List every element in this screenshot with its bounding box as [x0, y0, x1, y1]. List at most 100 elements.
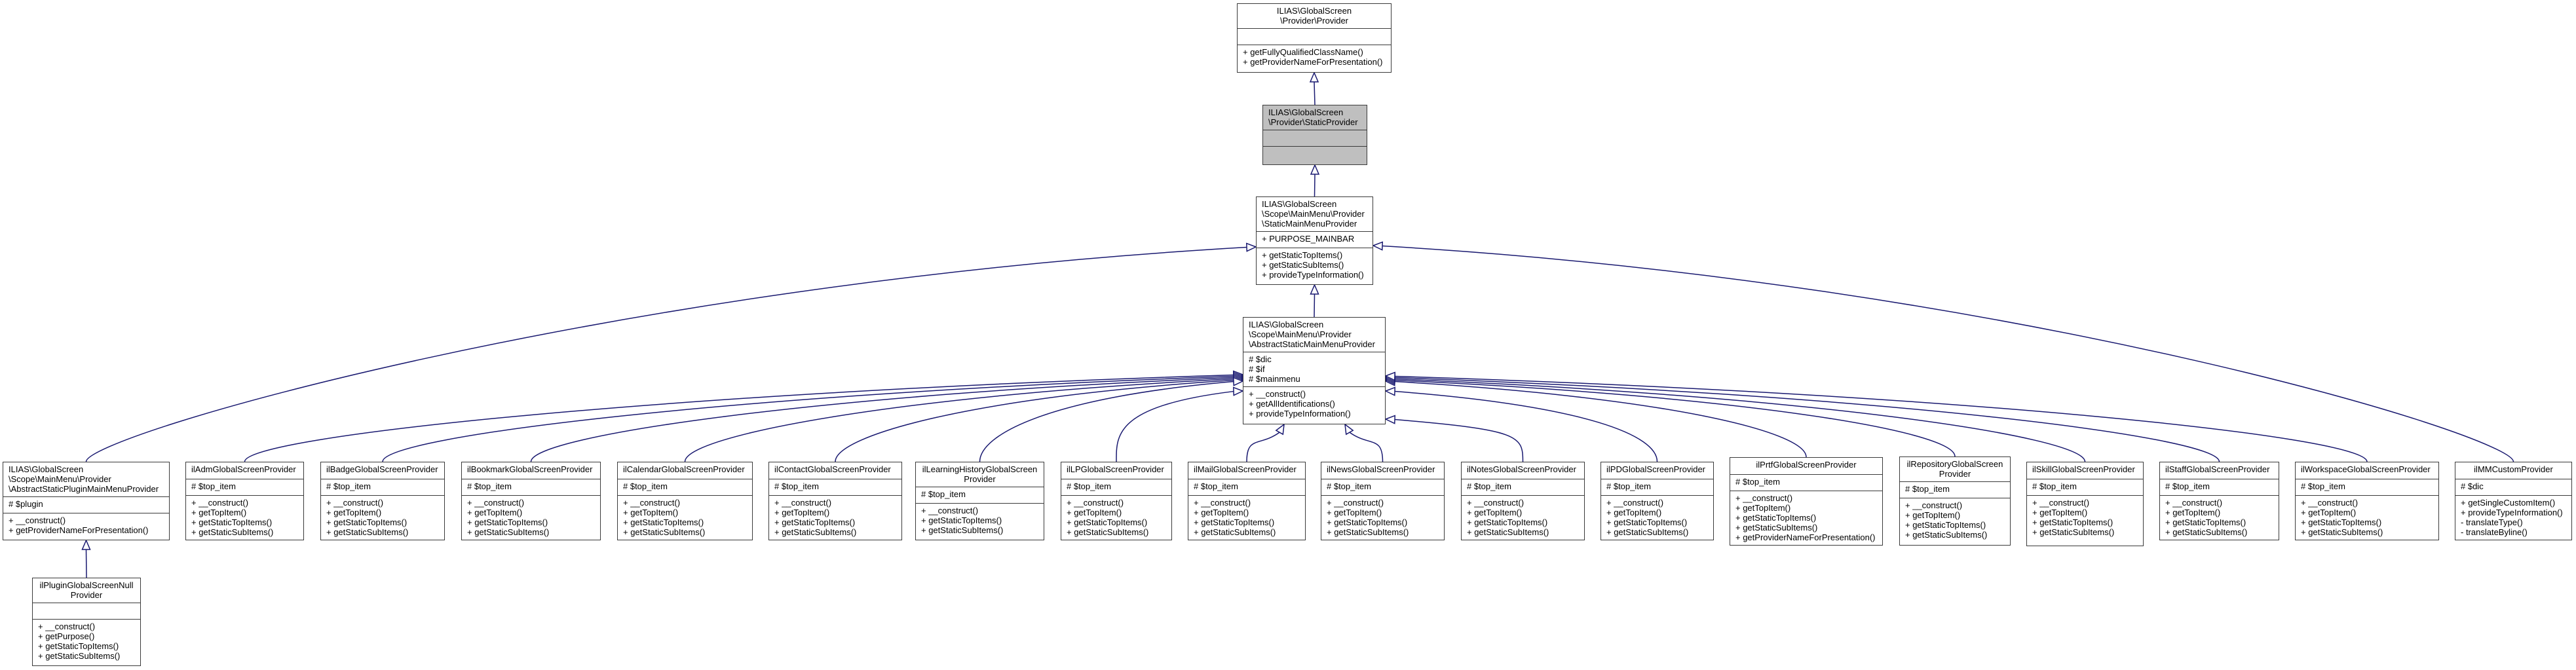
method[interactable]: + getStaticTopItems() [1467, 517, 1548, 527]
attribute[interactable]: # $plugin [9, 499, 43, 509]
attribute[interactable]: # $top_item [467, 481, 512, 491]
method[interactable]: + getStaticTopItems() [326, 517, 407, 527]
method[interactable]: + __construct() [2301, 498, 2358, 508]
class-box-workspace[interactable]: ilWorkspaceGlobalScreenProvider# $top_it… [2295, 462, 2439, 540]
method[interactable]: + getTopItem() [1606, 508, 1662, 517]
method[interactable]: + getStaticSubItems() [1905, 530, 1988, 540]
class-box-badge[interactable]: ilBadgeGlobalScreenProvider# $top_item+ … [320, 462, 445, 540]
method[interactable]: + getTopItem() [774, 508, 830, 517]
method[interactable]: + __construct() [1606, 498, 1664, 508]
attribute[interactable]: # $top_item [2032, 481, 2077, 491]
method[interactable]: + __construct() [1467, 498, 1525, 508]
attribute[interactable]: # $if [1249, 364, 1265, 374]
class-box-contact[interactable]: ilContactGlobalScreenProvider# $top_item… [768, 462, 902, 540]
method[interactable]: + __construct() [1249, 389, 1306, 399]
method[interactable]: + getStaticSubItems() [38, 651, 121, 661]
method[interactable]: + getStaticSubItems() [1467, 527, 1549, 537]
class-box-pd[interactable]: ilPDGlobalScreenProvider# $top_item+ __c… [1601, 462, 1714, 540]
attribute[interactable]: # $top_item [191, 481, 236, 491]
method[interactable]: + getStaticTopItems() [1905, 520, 1986, 530]
class-box-abstract-static-main-menu-provider[interactable]: ILIAS\GlobalScreen\Scope\MainMenu\Provid… [1243, 317, 1386, 424]
method[interactable]: + __construct() [326, 498, 384, 508]
attribute[interactable]: # $top_item [1067, 481, 1111, 491]
attribute[interactable]: # $top_item [1905, 484, 1950, 494]
method[interactable]: + getStaticSubItems() [1194, 527, 1276, 537]
method[interactable]: + getStaticTopItems() [1067, 517, 1148, 527]
method[interactable]: + getStaticSubItems() [921, 525, 1004, 535]
method[interactable]: + getStaticTopItems() [774, 517, 856, 527]
attribute[interactable]: # $top_item [2165, 481, 2210, 491]
method[interactable]: + getTopItem() [1067, 508, 1122, 517]
attribute[interactable]: # $top_item [1194, 481, 1238, 491]
class-box-news[interactable]: ilNewsGlobalScreenProvider# $top_item+ _… [1321, 462, 1445, 540]
method[interactable]: + getStaticSubItems() [2165, 527, 2248, 537]
method[interactable]: + getStaticSubItems() [623, 527, 706, 537]
class-box-bookmark[interactable]: ilBookmarkGlobalScreenProvider# $top_ite… [461, 462, 601, 540]
method[interactable]: + getStaticTopItems() [2301, 517, 2382, 527]
attribute[interactable]: # $top_item [921, 489, 966, 499]
method[interactable]: + __construct() [9, 515, 66, 525]
method[interactable]: + __construct() [2032, 498, 2090, 508]
method[interactable]: + getStaticTopItems() [191, 517, 273, 527]
method[interactable]: + getStaticTopItems() [1262, 250, 1343, 260]
method[interactable]: + getSingleCustomItem() [2461, 498, 2556, 508]
method[interactable]: + __construct() [1194, 498, 1251, 508]
method[interactable]: + getTopItem() [1735, 503, 1791, 513]
method[interactable]: - translateByline() [2461, 527, 2528, 537]
method[interactable]: + getTopItem() [2032, 508, 2088, 517]
method[interactable]: + getStaticSubItems() [1606, 527, 1689, 537]
method[interactable]: + getStaticTopItems() [623, 517, 704, 527]
method[interactable]: + getStaticTopItems() [1327, 517, 1408, 527]
method[interactable]: + __construct() [1735, 493, 1793, 503]
method[interactable]: + getStaticSubItems() [2032, 527, 2115, 537]
method[interactable]: + getStaticTopItems() [921, 515, 1002, 525]
method[interactable]: + getPurpose() [38, 631, 95, 641]
method[interactable]: + getStaticTopItems() [1735, 513, 1817, 523]
method[interactable]: + __construct() [774, 498, 832, 508]
attribute[interactable]: # $top_item [1606, 481, 1651, 491]
method[interactable]: + getStaticSubItems() [774, 527, 857, 537]
attribute[interactable]: # $top_item [1467, 481, 1511, 491]
method[interactable]: + provideTypeInformation() [1249, 409, 1351, 419]
attribute[interactable]: # $dic [2461, 481, 2484, 491]
method[interactable]: + getStaticSubItems() [1067, 527, 1149, 537]
class-box-calendar[interactable]: ilCalendarGlobalScreenProvider# $top_ite… [617, 462, 753, 540]
class-box-abstract-static-plugin-main-menu-provider[interactable]: ILIAS\GlobalScreen\Scope\MainMenu\Provid… [3, 462, 170, 540]
class-box-provider[interactable]: ILIAS\GlobalScreen\Provider\Provider+ ge… [1237, 3, 1392, 73]
method[interactable]: + getProviderNameForPresentation() [1243, 57, 1383, 67]
method[interactable]: + provideTypeInformation() [2461, 508, 2563, 517]
method[interactable]: + getStaticTopItems() [467, 517, 548, 527]
attribute[interactable]: + PURPOSE_MAINBAR [1262, 234, 1355, 244]
method[interactable]: + __construct() [467, 498, 525, 508]
method[interactable]: + getTopItem() [1194, 508, 1249, 517]
method[interactable]: + getAllIdentifications() [1249, 399, 1335, 409]
attribute[interactable]: # $top_item [1735, 477, 1780, 487]
class-box-lp[interactable]: ilLPGlobalScreenProvider# $top_item+ __c… [1061, 462, 1172, 540]
method[interactable]: + getFullyQualifiedClassName() [1243, 47, 1363, 57]
method[interactable]: + getProviderNameForPresentation() [9, 525, 149, 535]
attribute[interactable]: # $mainmenu [1249, 374, 1300, 384]
method[interactable]: + __construct() [38, 622, 96, 631]
class-box-prtf[interactable]: ilPrtfGlobalScreenProvider# $top_item+ _… [1730, 457, 1883, 546]
attribute[interactable]: # $top_item [2301, 481, 2345, 491]
attribute[interactable]: # $top_item [326, 481, 371, 491]
method[interactable]: + getStaticTopItems() [2165, 517, 2246, 527]
attribute[interactable]: # $top_item [623, 481, 668, 491]
attribute[interactable]: # $dic [1249, 354, 1272, 364]
method[interactable]: + __construct() [623, 498, 681, 508]
method[interactable]: + getStaticTopItems() [1606, 517, 1688, 527]
method[interactable]: + provideTypeInformation() [1262, 270, 1364, 280]
class-box-mail[interactable]: ilMailGlobalScreenProvider# $top_item+ _… [1188, 462, 1306, 540]
class-box-staff[interactable]: ilStaffGlobalScreenProvider# $top_item+ … [2159, 462, 2279, 540]
method[interactable]: + getTopItem() [1905, 510, 1961, 520]
method[interactable]: + getStaticSubItems() [2301, 527, 2383, 537]
class-box-static-provider[interactable]: ILIAS\GlobalScreen\Provider\StaticProvid… [1262, 105, 1367, 165]
method[interactable]: + getTopItem() [1327, 508, 1382, 517]
method[interactable]: + getTopItem() [1467, 508, 1523, 517]
attribute[interactable]: # $top_item [774, 481, 819, 491]
method[interactable]: + __construct() [921, 506, 979, 515]
method[interactable]: + getTopItem() [191, 508, 247, 517]
